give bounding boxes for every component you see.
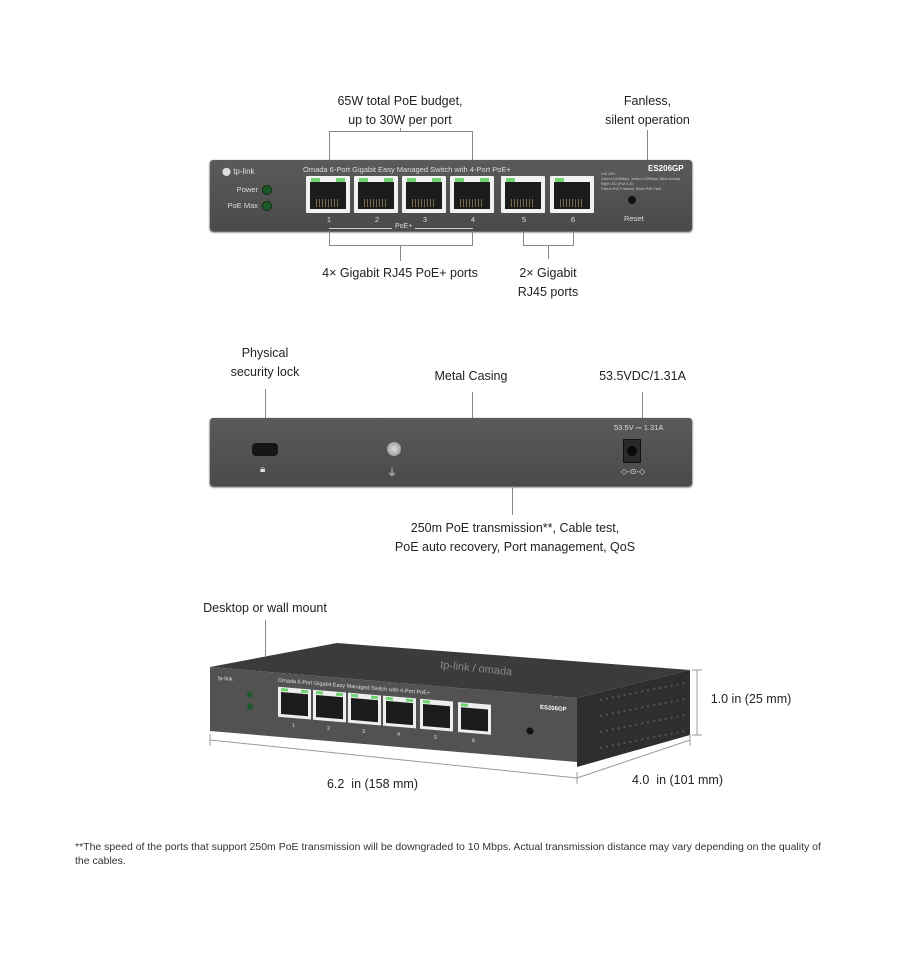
depth-dimension: 4.0 in (101 mm) [631, 773, 723, 787]
mount-callout: Desktop or wall mount [203, 601, 327, 615]
port-number: 1 [326, 215, 332, 224]
port-number: 4 [470, 215, 476, 224]
rear-panel: 🔒︎ ⏚ 53.5V ⎓ 1.31A ◇-⊙-◇ [210, 418, 692, 486]
callout-line: Physical [241, 346, 289, 360]
power-label: 53.5V ⎓ 1.31A [614, 423, 664, 432]
metal-casing-callout: Metal Casing [434, 369, 508, 383]
rj45-port-3[interactable]: 3 [348, 692, 381, 737]
model-label: ES206GP [648, 164, 684, 173]
tp-link-logo: ⬤ tp-link [222, 167, 255, 176]
svg-text:3: 3 [362, 729, 365, 735]
power-led-label: Power [236, 185, 258, 194]
footnote: **The speed of the ports that support 25… [75, 841, 821, 867]
rj45-port-6[interactable] [550, 176, 594, 213]
leader-line [523, 231, 524, 245]
leader-line [573, 231, 574, 245]
leader-line [472, 392, 473, 418]
leader-line [548, 245, 549, 259]
vent-holes [599, 682, 686, 749]
dimension-lines [209, 669, 702, 784]
ground-icon: ⏚ [387, 468, 397, 479]
callout-line: 2× Gigabit [519, 266, 577, 280]
svg-text:5: 5 [434, 735, 437, 741]
leader-line [642, 392, 643, 418]
tp-link-logo: tp-link [218, 676, 233, 683]
leader-line [329, 245, 473, 246]
leader-line [472, 231, 473, 245]
product-title: Omada 6-Port Gigabit Easy Managed Switch… [303, 165, 511, 174]
reset-button[interactable] [628, 196, 636, 204]
power-led [247, 691, 253, 698]
height-dimension: 1.0 in (25 mm) [710, 692, 792, 706]
front-face: tp-link Omada 6-Port Gigabit Easy Manage… [210, 667, 577, 763]
leader-line [329, 131, 473, 132]
callout-line: up to 30W per port [348, 113, 452, 127]
svg-text:1: 1 [292, 723, 295, 729]
led-legend: Left LED: Green=1000Mbps, Yellow=100Mbps… [601, 172, 680, 192]
port-number: 2 [374, 215, 380, 224]
svg-text:6: 6 [472, 738, 475, 744]
svg-text:2: 2 [327, 726, 330, 732]
leader-line [400, 245, 401, 261]
poe-budget-callout: 65W total PoE budget, up to 30W per port [320, 92, 480, 130]
leader-line [400, 128, 401, 132]
leader-line [512, 486, 513, 515]
svg-text:4: 4 [397, 732, 400, 738]
poe-ports-callout: 4× Gigabit RJ45 PoE+ ports [322, 266, 478, 280]
rj45-port-3[interactable] [402, 176, 446, 213]
rj45-port-4[interactable] [450, 176, 494, 213]
callout-line: Fanless, [623, 94, 672, 108]
callout-line: RJ45 ports [517, 285, 579, 299]
lock-icon: 🔒︎ [260, 464, 266, 475]
reset-label: Reset [624, 214, 644, 223]
rj45-port-5[interactable]: 5 [420, 698, 453, 743]
led-legend-line: Green=PoE Powered, Blink=PoE Fault [601, 187, 662, 191]
rj45-port-2[interactable]: 2 [313, 689, 346, 734]
rj45-port-2[interactable] [354, 176, 398, 213]
rj45-port-1[interactable]: 1 [278, 686, 311, 731]
leader-line [265, 389, 266, 441]
ground-screw [387, 442, 401, 456]
callout-line: silent operation [605, 113, 690, 127]
dc-power-jack[interactable] [623, 439, 641, 463]
features-callout: 250m PoE transmission**, Cable test, PoE… [350, 519, 680, 557]
leader-line [647, 130, 648, 161]
callout-line: 250m PoE transmission**, Cable test, [410, 521, 620, 535]
fanless-callout: Fanless, silent operation [590, 92, 705, 130]
port-number: 3 [422, 215, 428, 224]
rj45-port-1[interactable] [306, 176, 350, 213]
port-number: 6 [570, 215, 576, 224]
callout-line: 65W total PoE budget, [337, 94, 463, 108]
top-face [210, 643, 690, 698]
polarity-icon: ◇-⊙-◇ [621, 467, 646, 476]
led-legend-line: Left LED: [601, 172, 616, 176]
gigabit-ports-callout: 2× Gigabit RJ45 ports [498, 264, 598, 302]
poe-max-led [247, 703, 253, 710]
leader-line [329, 131, 330, 161]
reset-button[interactable] [526, 727, 534, 735]
rj45-port-6[interactable]: 6 [458, 701, 491, 746]
side-face [577, 670, 690, 767]
callout-line: PoE auto recovery, Port management, QoS [394, 540, 636, 554]
leader-line [329, 231, 330, 245]
led-legend-line: Right LED (Port 1-4): [601, 182, 634, 186]
leader-line [472, 131, 473, 161]
poe-group-label: PoE+ [392, 223, 416, 230]
leader-line [265, 620, 266, 656]
port-number: 5 [521, 215, 527, 224]
security-lock-callout: Physical security lock [205, 344, 325, 382]
rj45-port-4[interactable]: 4 [383, 695, 416, 740]
power-rating-callout: 53.5VDC/1.31A [599, 369, 686, 383]
front-panel: ⬤ tp-link Omada 6-Port Gigabit Easy Mana… [210, 160, 692, 231]
poe-max-led [262, 201, 272, 211]
power-led [262, 185, 272, 195]
led-legend-line: Green=1000Mbps, Yellow=100Mbps, Blink=Ac… [601, 177, 681, 181]
poe-max-led-label: PoE Max [227, 201, 258, 210]
callout-line: security lock [230, 365, 300, 379]
rj45-port-5[interactable] [501, 176, 545, 213]
security-slot [252, 443, 278, 456]
model-label: ES206GP [540, 705, 567, 713]
width-dimension: 6.2 in (158 mm) [326, 777, 418, 791]
